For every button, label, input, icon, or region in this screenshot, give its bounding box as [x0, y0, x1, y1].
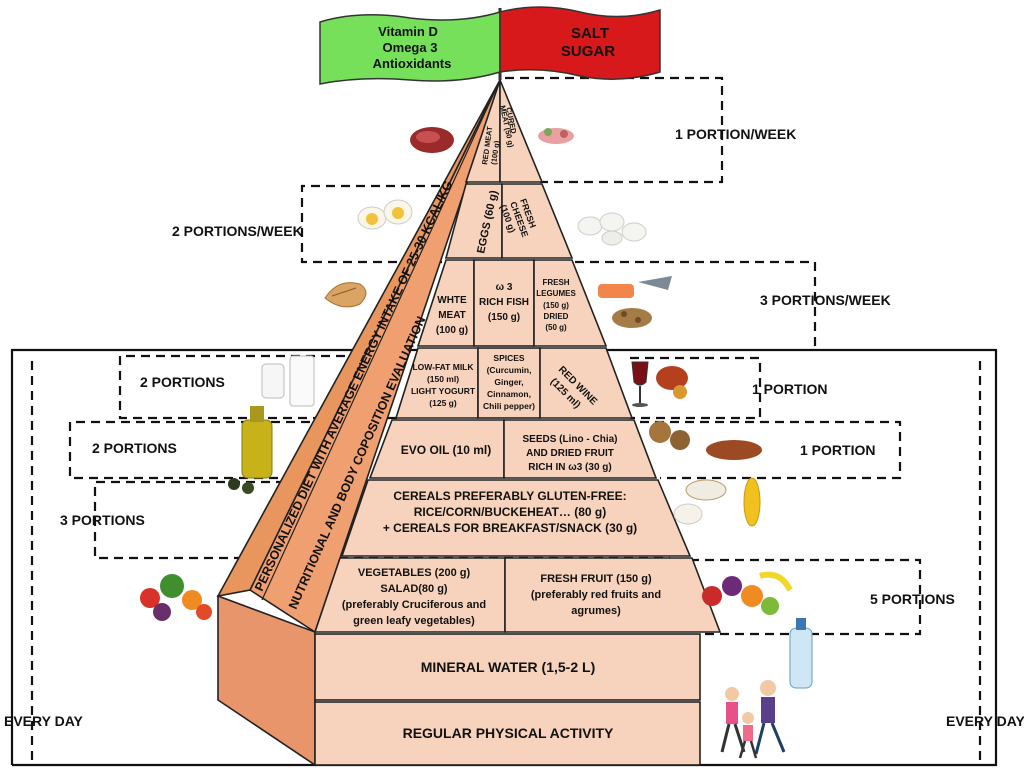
cell-fresh-cheese: [501, 183, 574, 259]
cell-cereals: [340, 479, 692, 557]
bracket-2-portions-oil: [68, 420, 340, 480]
cell-water: [314, 633, 701, 701]
wine-spices-image: [631, 361, 688, 407]
cheese-image: [577, 212, 647, 246]
red-flag-line-2: SUGAR: [561, 43, 615, 60]
cereals-l3: + CEREALS FOR BREAKFAST/SNACK (30 g): [383, 521, 637, 535]
white-meat-l1: WHTE: [437, 295, 467, 306]
label-every-day-right: EVERY DAY: [946, 713, 1024, 729]
cereals-l2: RICE/CORN/BUCKEHEAT… (80 g): [414, 505, 606, 519]
pyramid-tiers: [313, 79, 722, 766]
spices-l2: (Curcumin,: [487, 365, 532, 375]
label-2-portions-week: 2 PORTIONS/WEEK: [172, 223, 303, 239]
label-2-portions-top: 2 PORTIONS: [140, 374, 225, 390]
red-meat-l2: (100 g): [489, 140, 501, 166]
label-5-portions: 5 PORTIONS: [870, 591, 955, 607]
bracket-3-week: [575, 260, 817, 348]
running-family-image: [720, 680, 786, 759]
milk-l1: LOW-FAT MILK: [412, 362, 474, 372]
cured-meat-image: [538, 128, 574, 144]
vegetables-l1: VEGETABLES (200 g): [358, 567, 471, 579]
fruit-l2: (preferably red fruits and: [531, 589, 661, 601]
fish-legumes-image: [598, 276, 672, 328]
spices-l5: Chili pepper): [483, 401, 535, 411]
cell-activity: [314, 701, 701, 766]
frequency-labels: 1 PORTION/WEEK 2 PORTIONS/WEEK 3 PORTION…: [4, 126, 1024, 729]
label-1-portion-top: 1 PORTION: [752, 381, 827, 397]
spices-l4: Cinnamon,: [487, 389, 531, 399]
legumes-l5: (50 g): [545, 323, 567, 332]
cereals-l1: CEREALS PREFERABLY GLUTEN-FREE:: [393, 489, 626, 503]
seeds-l1: SEEDS (Lino - Chia): [523, 434, 618, 445]
label-1-portion-week: 1 PORTION/WEEK: [675, 126, 796, 142]
fish-l3: (150 g): [488, 312, 520, 323]
legumes-l4: DRIED: [544, 312, 569, 321]
label-3-portions-week: 3 PORTIONS/WEEK: [760, 292, 891, 308]
bracket-2-week: [300, 184, 470, 264]
side-face-outer: [216, 79, 501, 598]
green-flag-line-1: Vitamin D: [378, 24, 438, 39]
water-bottle-image: [789, 618, 813, 689]
water-label: MINERAL WATER (1,5-2 L): [421, 659, 596, 675]
label-1-portion-seeds: 1 PORTION: [800, 442, 875, 458]
green-flag-line-3: Antioxidants: [373, 56, 452, 71]
nuts-seeds-image: [649, 421, 762, 460]
milk-l3: LIGHT YOGURT: [411, 386, 476, 396]
vegetables-l4: green leafy vegetables): [353, 615, 475, 627]
fish-l1: ω 3: [496, 282, 513, 293]
seeds-l2: AND DRIED FRUIT: [526, 448, 614, 459]
bracket-1-portion-top: [630, 356, 762, 420]
eggs-image: [357, 199, 413, 230]
fish-l2: RICH FISH: [479, 297, 529, 308]
white-meat-l2: MEAT: [438, 310, 466, 321]
evo-oil-label: EVO OIL (10 ml): [401, 443, 491, 457]
milk-l4: (125 g): [429, 398, 457, 408]
cell-cured-meat: [499, 79, 544, 183]
bracket-3-portions: [93, 480, 670, 560]
red-flag: [499, 6, 661, 80]
cell-red-wine: [539, 347, 634, 419]
label-3-portions: 3 PORTIONS: [60, 512, 145, 528]
vegetables-image: [140, 574, 212, 621]
side-divider: [261, 79, 501, 601]
bracket-1-portion-seeds: [640, 420, 902, 480]
vegetables-l2: SALAD(80 g): [380, 583, 448, 595]
flags: Vitamin D Omega 3 Antioxidants SALT SUGA…: [319, 6, 661, 85]
label-every-day-left: EVERY DAY: [4, 713, 84, 729]
legumes-l3: (150 g): [543, 301, 569, 310]
white-meat-image: [324, 282, 367, 308]
fruit-l3: agrumes): [571, 605, 621, 617]
label-2-portions-oil: 2 PORTIONS: [92, 440, 177, 456]
cell-red-meat: [464, 79, 501, 183]
cell-seeds: [503, 419, 658, 479]
red-flag-line-1: SALT: [571, 25, 609, 42]
legumes-l1: FRESH: [542, 278, 569, 287]
red-meat-image: [410, 127, 454, 153]
cell-spices: [477, 347, 541, 419]
cell-legumes: [533, 259, 608, 347]
white-meat-l3: (100 g): [436, 325, 468, 336]
fruit-image: [702, 571, 793, 615]
cereals-image: [673, 477, 761, 527]
milk-l2: (150 ml): [427, 374, 459, 384]
olive-oil-image: [228, 406, 273, 494]
spices-l1: SPICES: [493, 353, 525, 363]
spices-l3: Ginger,: [494, 377, 523, 387]
vegetables-l3: (preferably Cruciferous and: [342, 599, 486, 611]
milk-yogurt-image: [261, 355, 315, 407]
seeds-l3: RICH IN ω3 (30 g): [528, 462, 611, 473]
cell-fruit: [504, 557, 722, 633]
green-flag-line-2: Omega 3: [383, 40, 438, 55]
food-illustrations: [140, 127, 813, 759]
legumes-l2: LEGUMES: [536, 289, 576, 298]
fruit-l1: FRESH FRUIT (150 g): [540, 573, 652, 585]
cell-fish: [473, 259, 535, 347]
activity-label: REGULAR PHYSICAL ACTIVITY: [403, 725, 614, 741]
